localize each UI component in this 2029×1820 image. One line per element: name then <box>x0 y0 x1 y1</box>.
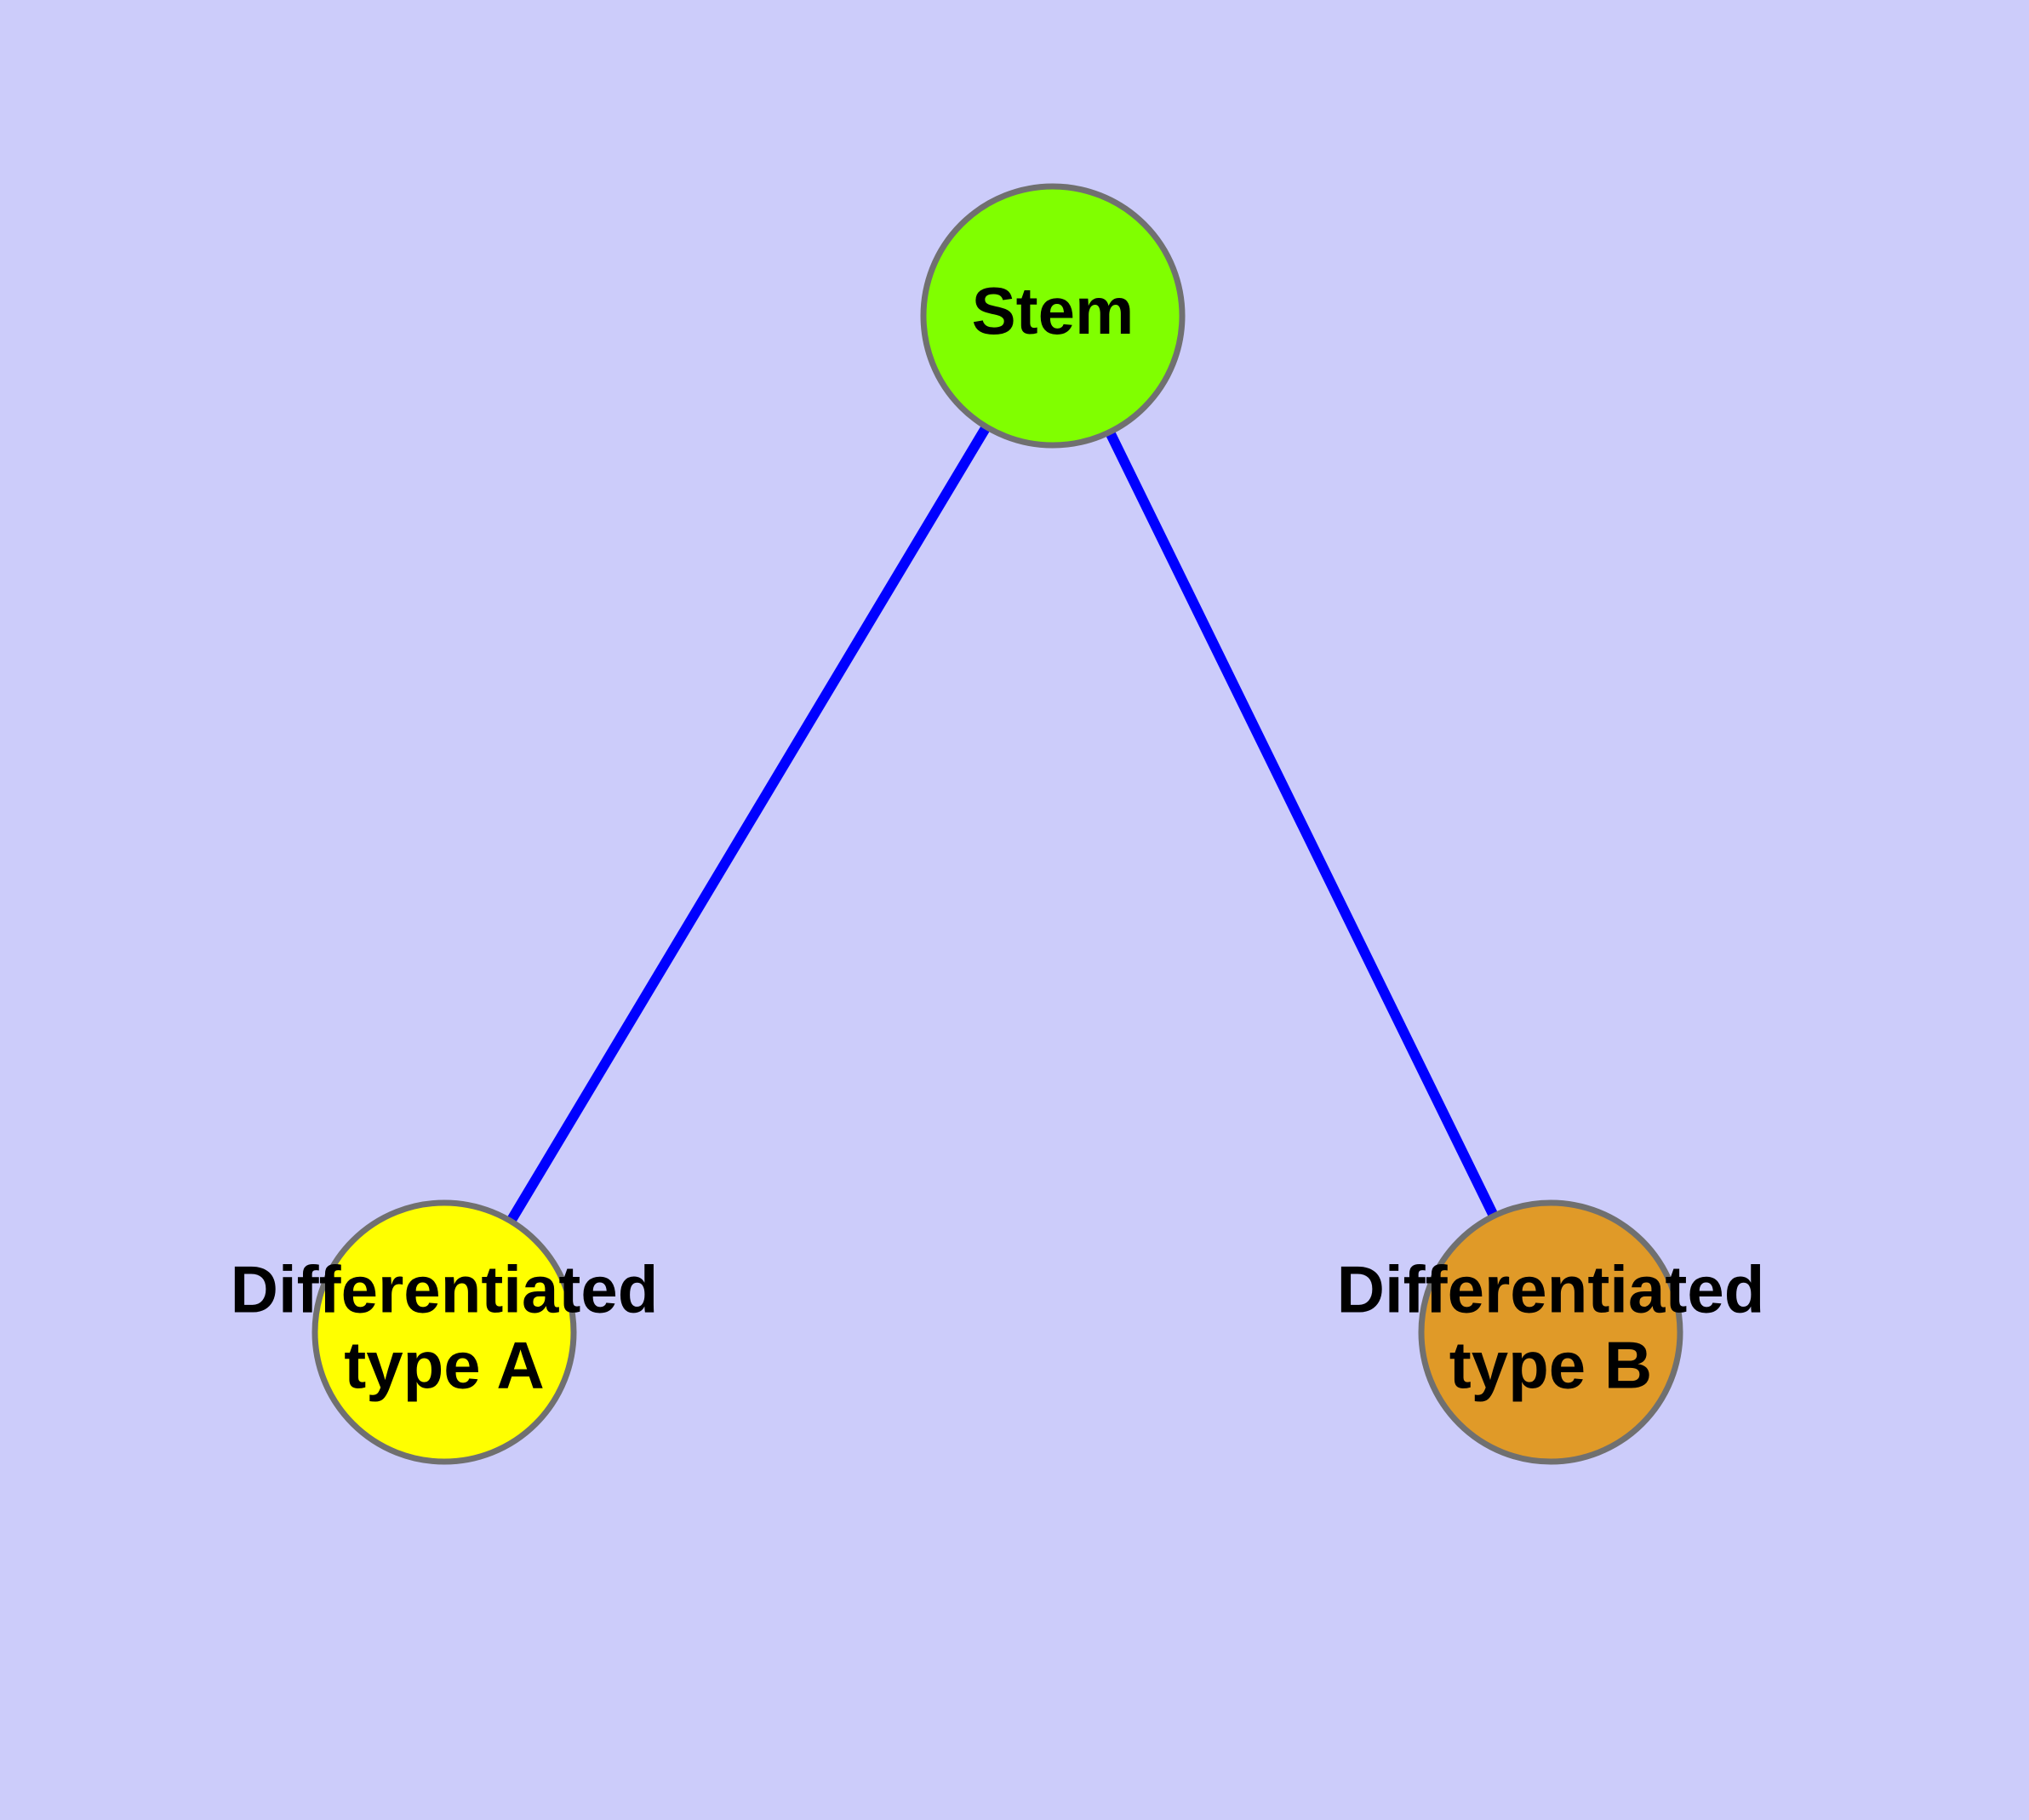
node-label-line: Stem <box>972 273 1135 348</box>
graph-node-stem[interactable]: Stem <box>920 183 1186 449</box>
node-label-line: Differentiated <box>231 1251 659 1326</box>
node-label-line: Differentiated <box>1337 1251 1765 1326</box>
node-circle-stem[interactable] <box>920 183 1186 449</box>
node-label-line: type A <box>344 1327 545 1402</box>
graph-edge-stem-to-diff_a <box>506 424 992 1224</box>
graph-edge-stem-to-diff_b <box>1105 429 1499 1219</box>
node-label-line: type B <box>1449 1327 1652 1402</box>
edges-layer <box>506 424 1499 1224</box>
node-circle-diff_b[interactable] <box>1418 1199 1683 1465</box>
node-label-stem: Stem <box>972 273 1135 348</box>
node-circle-diff_a[interactable] <box>311 1199 577 1465</box>
